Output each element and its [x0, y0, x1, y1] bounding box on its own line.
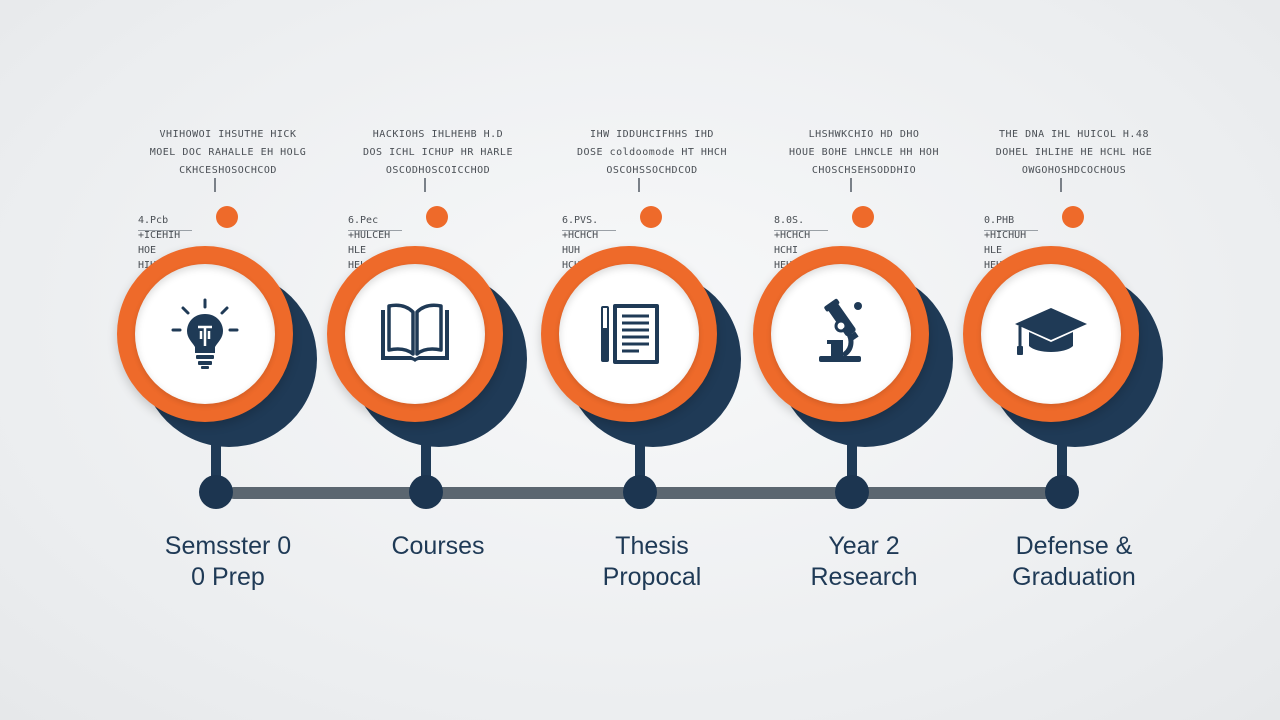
- stat-divider: [774, 230, 828, 231]
- marker-dot: [852, 206, 874, 228]
- caption-connector: [1060, 178, 1062, 192]
- caption-connector: [424, 178, 426, 192]
- graduation-cap-icon: [1015, 308, 1087, 355]
- step-label: Courses: [391, 532, 485, 560]
- step-icon-disc: [135, 264, 275, 404]
- stat-divider: [984, 230, 1038, 231]
- marker-dot: [216, 206, 238, 228]
- step-label: Defense &Graduation: [1012, 532, 1136, 591]
- marker-dot: [640, 206, 662, 228]
- thesis-document-icon: [601, 304, 659, 364]
- step-stem: [1057, 438, 1067, 488]
- stat-divider: [562, 230, 616, 231]
- timeline-node: [1045, 475, 1079, 509]
- lightbulb-icon: [171, 298, 239, 369]
- step-icon-disc: [771, 264, 911, 404]
- timeline-node: [409, 475, 443, 509]
- step-stem: [211, 438, 221, 488]
- step-stem: [847, 438, 857, 488]
- timeline-node: [199, 475, 233, 509]
- stat-divider: [138, 230, 192, 231]
- caption-connector: [850, 178, 852, 192]
- timeline-node: [623, 475, 657, 509]
- step-icon-disc: [559, 264, 699, 404]
- microscope-icon: [819, 298, 862, 362]
- timeline-node: [835, 475, 869, 509]
- marker-dot: [426, 206, 448, 228]
- step-icon-disc: [345, 264, 485, 404]
- open-book-icon: [381, 303, 449, 362]
- stat-divider: [348, 230, 402, 231]
- step-icon-disc: [981, 264, 1121, 404]
- step-stem: [421, 438, 431, 488]
- step-stem: [635, 438, 645, 488]
- caption-connector: [638, 178, 640, 192]
- caption-connector: [214, 178, 216, 192]
- marker-dot: [1062, 206, 1084, 228]
